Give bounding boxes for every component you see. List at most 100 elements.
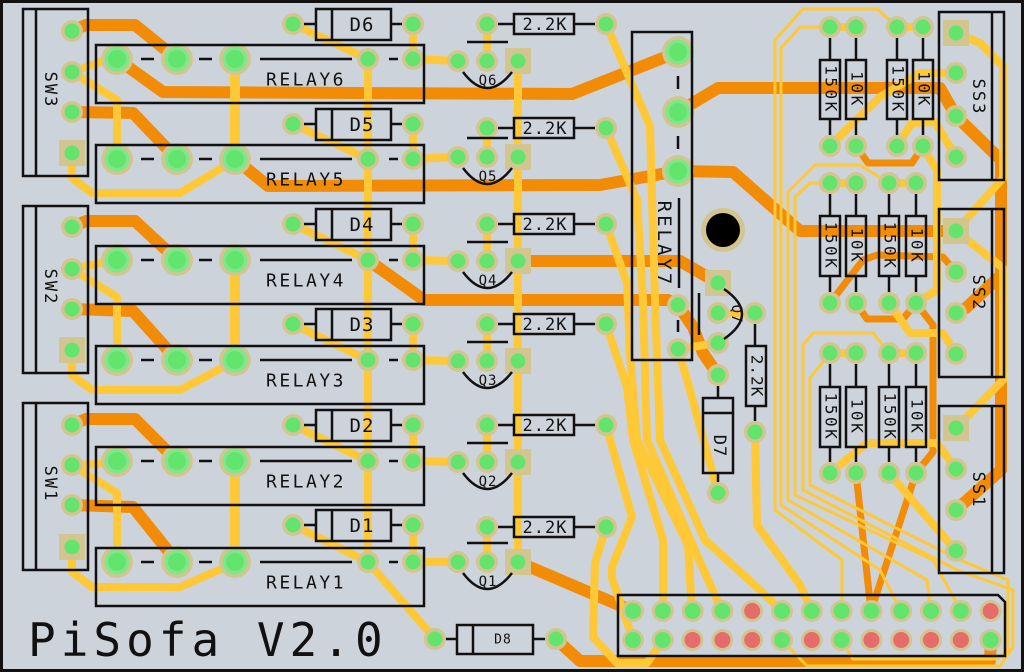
- bottom-trace[interactable]: [66, 303, 183, 366]
- connector-ss2[interactable]: SS2: [937, 207, 1006, 379]
- diode-4[interactable]: D4: [304, 207, 402, 242]
- connector-pin: [59, 534, 85, 560]
- top-trace[interactable]: [602, 220, 696, 615]
- connector-pin: [945, 458, 967, 480]
- header-pin-connected: [860, 600, 883, 622]
- connector-sw2[interactable]: SW2: [21, 204, 90, 375]
- signal-trace[interactable]: [780, 331, 1015, 668]
- top-trace[interactable]: [602, 20, 786, 615]
- diode-2[interactable]: D2: [304, 408, 402, 443]
- top-trace[interactable]: [602, 320, 667, 615]
- bottom-trace[interactable]: [229, 153, 684, 192]
- base-resistor-1[interactable]: 2.2K: [498, 515, 595, 539]
- connector-sw3[interactable]: SW3: [21, 7, 90, 178]
- relay-coil-pin: [161, 546, 193, 578]
- base-resistor-2[interactable]: 2.2K: [498, 413, 595, 437]
- divider-resistor[interactable]: 10K: [904, 194, 928, 292]
- top-trace[interactable]: [289, 120, 372, 163]
- bottom-trace[interactable]: [66, 106, 183, 165]
- signal-trace[interactable]: [793, 181, 963, 613]
- bottom-trace[interactable]: [512, 556, 639, 617]
- top-trace[interactable]: [885, 299, 960, 358]
- transistor-3[interactable]: Q3: [462, 340, 513, 390]
- diode-8[interactable]: D8: [446, 623, 545, 656]
- divider-resistor[interactable]: 10K: [844, 38, 868, 135]
- connector-ss1[interactable]: SS1: [937, 404, 1006, 575]
- gpio-header[interactable]: [616, 593, 1007, 658]
- pad-copper: [889, 138, 905, 154]
- connector-sw1[interactable]: SW1: [21, 401, 90, 572]
- transistor-pin: [476, 551, 498, 573]
- divider-resistor[interactable]: 150K: [818, 364, 842, 462]
- relay-coil-pin: [662, 155, 694, 187]
- divider-resistor[interactable]: 10K: [904, 364, 928, 462]
- pad-copper: [285, 16, 301, 32]
- bottom-trace[interactable]: [826, 251, 960, 307]
- base-resistor-5[interactable]: 2.2K: [498, 116, 595, 140]
- transistor-2[interactable]: Q2: [462, 441, 513, 491]
- diode-3[interactable]: D3: [304, 307, 402, 342]
- pad-copper: [625, 632, 641, 648]
- transistor-4[interactable]: Q4: [462, 240, 513, 290]
- top-trace[interactable]: [289, 320, 372, 364]
- relay-3[interactable]: RELAY3: [94, 344, 426, 406]
- connector-pin: [945, 146, 967, 168]
- diode-6[interactable]: D6: [304, 7, 402, 42]
- pad-copper: [450, 253, 466, 269]
- relay-4[interactable]: RELAY4: [94, 244, 426, 306]
- relay-1[interactable]: RELAY1: [94, 546, 426, 608]
- resistor-value: 150K: [822, 393, 841, 442]
- relay-5[interactable]: RELAY5: [94, 143, 426, 205]
- transistor-5[interactable]: Q5: [462, 136, 513, 186]
- relay-6[interactable]: RELAY6: [94, 43, 426, 105]
- pad-copper: [405, 16, 421, 32]
- connector-ss3[interactable]: SS3: [937, 10, 1006, 182]
- pad-copper: [226, 150, 244, 168]
- signal-trace[interactable]: [786, 163, 933, 613]
- bottom-trace[interactable]: [672, 299, 724, 381]
- relay-label: RELAY1: [266, 573, 346, 594]
- top-trace[interactable]: [826, 439, 960, 477]
- signal-trace[interactable]: [773, 7, 899, 613]
- diode-pin: [707, 364, 729, 386]
- divider-resistor[interactable]: 150K: [818, 194, 842, 292]
- base-resistor-6[interactable]: 2.2K: [498, 12, 595, 36]
- diode-1[interactable]: D1: [304, 508, 402, 543]
- transistor-6[interactable]: Q6: [462, 40, 513, 90]
- signal-trace[interactable]: [779, 25, 903, 613]
- top-trace[interactable]: [289, 421, 372, 465]
- base-resistor-4[interactable]: 2.2K: [498, 212, 595, 236]
- diode-7[interactable]: D7: [701, 386, 735, 482]
- relay-coil-pin: [219, 546, 251, 578]
- top-trace[interactable]: [885, 469, 960, 555]
- signal-trace[interactable]: [808, 351, 1010, 661]
- divider-resistor[interactable]: 10K: [911, 38, 935, 135]
- divider-resistor[interactable]: 10K: [844, 364, 868, 462]
- top-trace[interactable]: [289, 521, 372, 566]
- divider-resistor[interactable]: 150K: [877, 194, 901, 292]
- transistor-1[interactable]: Q1: [462, 541, 513, 591]
- divider-resistor[interactable]: 150K: [877, 364, 901, 462]
- q7-base-resistor[interactable]: 2.2K: [744, 324, 768, 421]
- bottom-trace[interactable]: [66, 499, 183, 568]
- top-trace[interactable]: [751, 428, 816, 615]
- connector-pin: [945, 261, 967, 283]
- bottom-trace[interactable]: [912, 299, 937, 477]
- relay-7[interactable]: RELAY7: [630, 30, 694, 362]
- diode-5[interactable]: D5: [304, 107, 402, 142]
- divider-resistor[interactable]: 10K: [844, 194, 868, 292]
- top-trace[interactable]: [289, 220, 372, 264]
- top-trace[interactable]: [912, 142, 941, 307]
- divider-resistor[interactable]: 150K: [818, 38, 842, 135]
- base-resistor-3[interactable]: 2.2K: [498, 312, 595, 336]
- top-trace[interactable]: [68, 346, 239, 394]
- top-trace[interactable]: [289, 20, 372, 63]
- relay-2[interactable]: RELAY2: [94, 445, 426, 507]
- pad-copper: [226, 251, 244, 269]
- divider-resistor[interactable]: 150K: [885, 38, 909, 135]
- transistor-7[interactable]: Q7: [697, 287, 744, 341]
- top-trace[interactable]: [68, 543, 239, 591]
- top-trace[interactable]: [589, 523, 667, 667]
- top-trace[interactable]: [68, 149, 239, 197]
